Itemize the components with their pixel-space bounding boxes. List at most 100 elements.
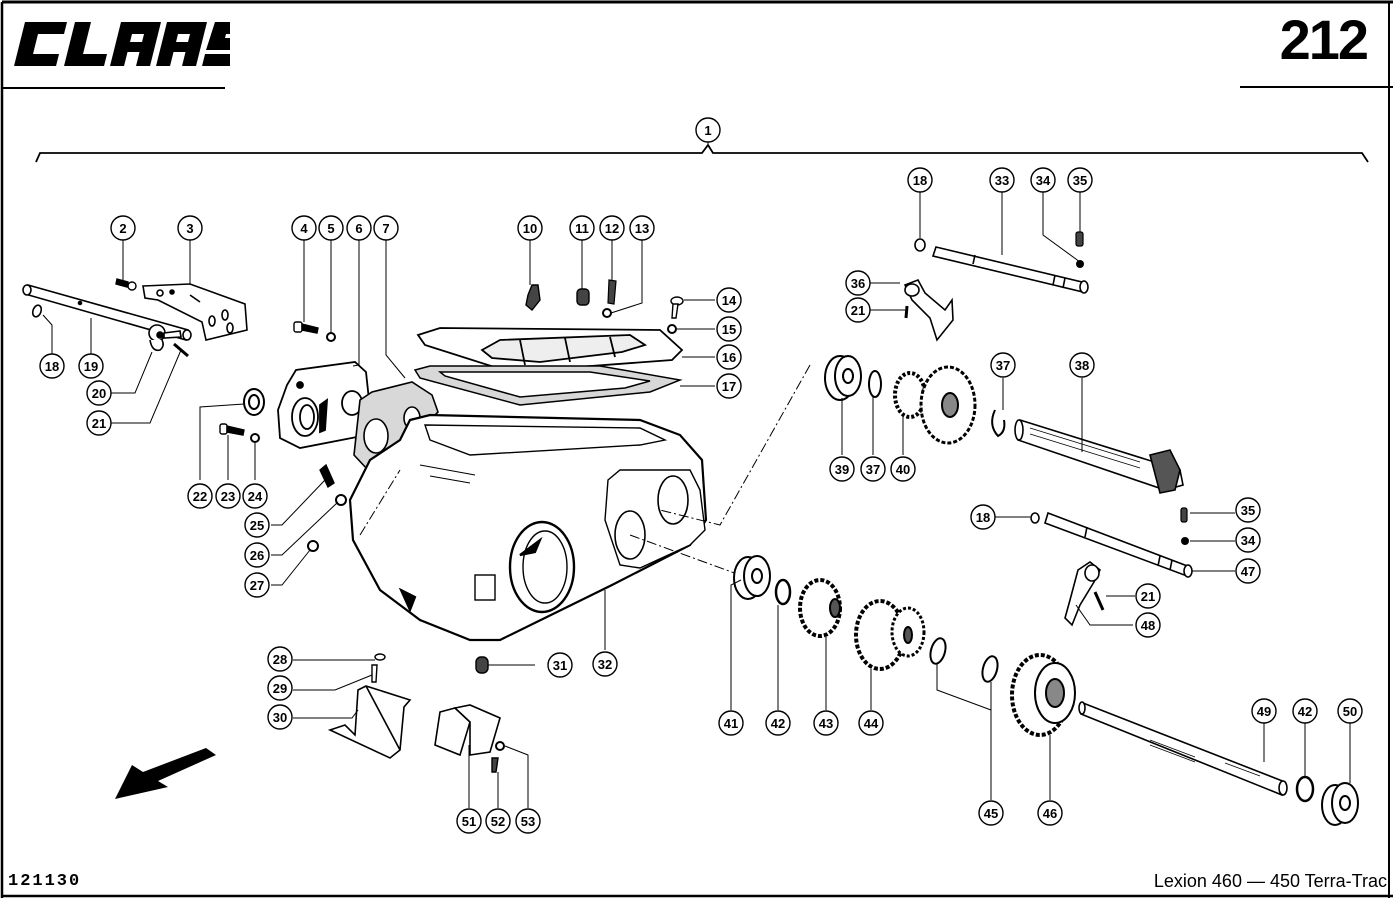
ball-34-lower: [1181, 537, 1189, 545]
callout-10[interactable]: 10: [517, 215, 543, 241]
callout-20[interactable]: 20: [86, 380, 112, 406]
callout-36[interactable]: 36: [845, 270, 871, 296]
callout-18-lower[interactable]: 18: [970, 504, 996, 530]
callout-53[interactable]: 53: [515, 808, 541, 834]
callout-46[interactable]: 46: [1037, 800, 1063, 826]
svg-text:53: 53: [521, 814, 535, 829]
svg-text:52: 52: [491, 814, 505, 829]
svg-text:31: 31: [553, 658, 567, 673]
callout-52[interactable]: 52: [485, 808, 511, 834]
callout-16[interactable]: 16: [716, 344, 742, 370]
callout-40[interactable]: 40: [890, 456, 916, 482]
callout-29[interactable]: 29: [267, 675, 293, 701]
callout-34-upper[interactable]: 34: [1030, 167, 1056, 193]
plug-11: [576, 288, 590, 306]
callout-23[interactable]: 23: [215, 483, 241, 509]
snap-ring-37-left: [868, 370, 882, 398]
callout-24[interactable]: 24: [242, 483, 268, 509]
callout-7[interactable]: 7: [373, 215, 399, 241]
svg-text:10: 10: [523, 221, 537, 236]
bolt-23: [219, 423, 245, 436]
callout-39[interactable]: 39: [829, 456, 855, 482]
callout-28[interactable]: 28: [267, 646, 293, 672]
callout-44[interactable]: 44: [858, 710, 884, 736]
breather-10: [525, 284, 541, 311]
shift-fork-48: [1064, 561, 1102, 627]
callout-37-right[interactable]: 37: [990, 352, 1016, 378]
bolt-14: [670, 296, 684, 319]
guard-30: [327, 685, 412, 759]
svg-text:27: 27: [250, 578, 264, 593]
svg-text:21: 21: [92, 416, 106, 431]
callout-35-upper[interactable]: 35: [1067, 167, 1093, 193]
callout-51[interactable]: 51: [456, 808, 482, 834]
callout-37-left[interactable]: 37: [860, 456, 886, 482]
svg-text:34: 34: [1036, 173, 1051, 188]
callout-26[interactable]: 26: [244, 542, 270, 568]
callout-21-lower[interactable]: 21: [1135, 583, 1161, 609]
callout-41[interactable]: 41: [718, 710, 744, 736]
svg-text:50: 50: [1343, 704, 1357, 719]
callout-18[interactable]: 18: [39, 353, 65, 379]
callout-19[interactable]: 19: [78, 353, 104, 379]
callout-22[interactable]: 22: [187, 483, 213, 509]
callout-12[interactable]: 12: [599, 215, 625, 241]
svg-text:20: 20: [92, 386, 106, 401]
svg-text:37: 37: [996, 358, 1010, 373]
callout-30[interactable]: 30: [267, 704, 293, 730]
callout-48[interactable]: 48: [1135, 612, 1161, 638]
callout-35-lower[interactable]: 35: [1235, 497, 1261, 523]
svg-text:48: 48: [1141, 618, 1155, 633]
cover-16: [416, 327, 684, 373]
drain-plug-31: [475, 656, 489, 674]
callout-32[interactable]: 32: [592, 651, 618, 677]
callout-1[interactable]: 1: [695, 117, 721, 143]
callout-21[interactable]: 21: [86, 410, 112, 436]
callout-49[interactable]: 49: [1251, 698, 1277, 724]
callout-42-right[interactable]: 42: [1292, 698, 1318, 724]
callout-18-upper[interactable]: 18: [907, 167, 933, 193]
shift-rod-19: [22, 284, 192, 342]
gasket-17: [413, 365, 683, 406]
gear-46: [1010, 653, 1076, 737]
callout-15[interactable]: 15: [716, 316, 742, 342]
callout-45[interactable]: 45: [978, 800, 1004, 826]
callout-27[interactable]: 27: [244, 572, 270, 598]
callout-42[interactable]: 42: [765, 710, 791, 736]
model-designation: Lexion 460 — 450 Terra-Trac: [1153, 871, 1387, 891]
svg-text:45: 45: [984, 806, 998, 821]
pin-21-upper: [904, 305, 909, 319]
callout-25[interactable]: 25: [244, 512, 270, 538]
callout-47[interactable]: 47: [1235, 558, 1261, 584]
callout-4[interactable]: 4: [291, 215, 317, 241]
shift-fork-36: [903, 279, 954, 342]
callout-11[interactable]: 11: [569, 215, 595, 241]
callout-13[interactable]: 13: [629, 215, 655, 241]
svg-text:7: 7: [382, 221, 389, 236]
callout-6[interactable]: 6: [346, 215, 372, 241]
callout-38[interactable]: 38: [1069, 352, 1095, 378]
callout-3[interactable]: 3: [177, 215, 203, 241]
callout-33[interactable]: 33: [989, 167, 1015, 193]
svg-text:42: 42: [1298, 704, 1312, 719]
callout-14[interactable]: 14: [716, 287, 742, 313]
svg-text:30: 30: [273, 710, 287, 725]
callout-31[interactable]: 31: [547, 652, 573, 678]
bolt-2: [115, 278, 137, 291]
callout-21-upper[interactable]: 21: [845, 297, 871, 323]
gear-43: [798, 578, 842, 638]
callout-43[interactable]: 43: [813, 710, 839, 736]
svg-text:42: 42: [771, 716, 785, 731]
callout-17[interactable]: 17: [716, 373, 742, 399]
bearing-39: [824, 355, 862, 401]
svg-text:21: 21: [1141, 589, 1155, 604]
shift-rod-47: [1044, 511, 1193, 578]
svg-text:17: 17: [722, 379, 736, 394]
callout-2[interactable]: 2: [110, 215, 136, 241]
callout-50[interactable]: 50: [1337, 698, 1363, 724]
callout-5[interactable]: 5: [318, 215, 344, 241]
plug-26: [335, 494, 347, 506]
callout-34-lower[interactable]: 34: [1235, 527, 1261, 553]
breather-25: [319, 463, 335, 489]
